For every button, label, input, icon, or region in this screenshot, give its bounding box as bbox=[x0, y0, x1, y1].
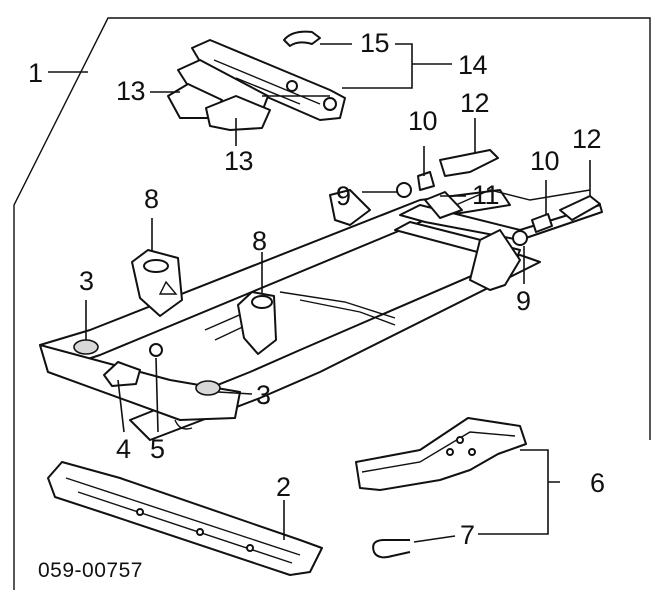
crossmember-assembly-part-14 bbox=[167, 39, 346, 131]
callout-7: 7 bbox=[460, 520, 475, 550]
bracket-part-11 bbox=[424, 191, 463, 219]
mount-part-3-right bbox=[195, 380, 221, 396]
callout-8-left: 8 bbox=[144, 184, 159, 214]
bracket-part-4 bbox=[103, 361, 141, 387]
bracket-part-12-left bbox=[439, 149, 499, 177]
bracket-part-12-right bbox=[559, 195, 601, 221]
callout-13-top: 13 bbox=[116, 76, 146, 106]
leader-lines bbox=[48, 43, 591, 543]
callout-3-right: 3 bbox=[256, 380, 271, 410]
callout-15: 15 bbox=[360, 28, 390, 58]
callout-12-left: 12 bbox=[460, 88, 490, 118]
callout-10-left: 10 bbox=[408, 106, 438, 136]
assembly-boundary bbox=[13, 17, 651, 590]
callout-4: 4 bbox=[116, 434, 131, 464]
callout-13-bottom: 13 bbox=[224, 146, 254, 176]
callout-10-right: 10 bbox=[530, 146, 560, 176]
engine-mount-part-8-left bbox=[131, 249, 183, 317]
mount-part-9-right bbox=[512, 230, 528, 246]
callout-3-left: 3 bbox=[79, 266, 94, 296]
callout-1: 1 bbox=[28, 58, 43, 88]
bushing-part-10-left bbox=[417, 171, 435, 191]
callout-6: 6 bbox=[590, 468, 605, 498]
rail-extension-part-6 bbox=[355, 417, 527, 491]
engine-mount-part-8-right bbox=[237, 291, 277, 355]
tow-hook bbox=[174, 419, 193, 430]
callout-8-right: 8 bbox=[252, 226, 267, 256]
callout-5: 5 bbox=[150, 434, 165, 464]
callout-11: 11 bbox=[472, 180, 500, 210]
callout-12-right: 12 bbox=[572, 124, 602, 154]
diagram-code: 059-00757 bbox=[38, 559, 143, 582]
mount-part-9-left bbox=[396, 182, 412, 198]
callout-9-right: 9 bbox=[516, 286, 531, 316]
mount-part-3-left bbox=[73, 339, 99, 355]
callout-14: 14 bbox=[458, 50, 488, 80]
callout-9-left: 9 bbox=[336, 181, 351, 211]
main-frame-rails bbox=[39, 189, 603, 441]
lower-plate-part-2 bbox=[47, 461, 323, 576]
callout-2: 2 bbox=[276, 472, 291, 502]
u-clip-part-7 bbox=[372, 539, 411, 559]
clip-part-15 bbox=[283, 30, 321, 47]
bushing-part-10-right bbox=[531, 213, 553, 233]
bolt-part-5 bbox=[149, 343, 163, 357]
